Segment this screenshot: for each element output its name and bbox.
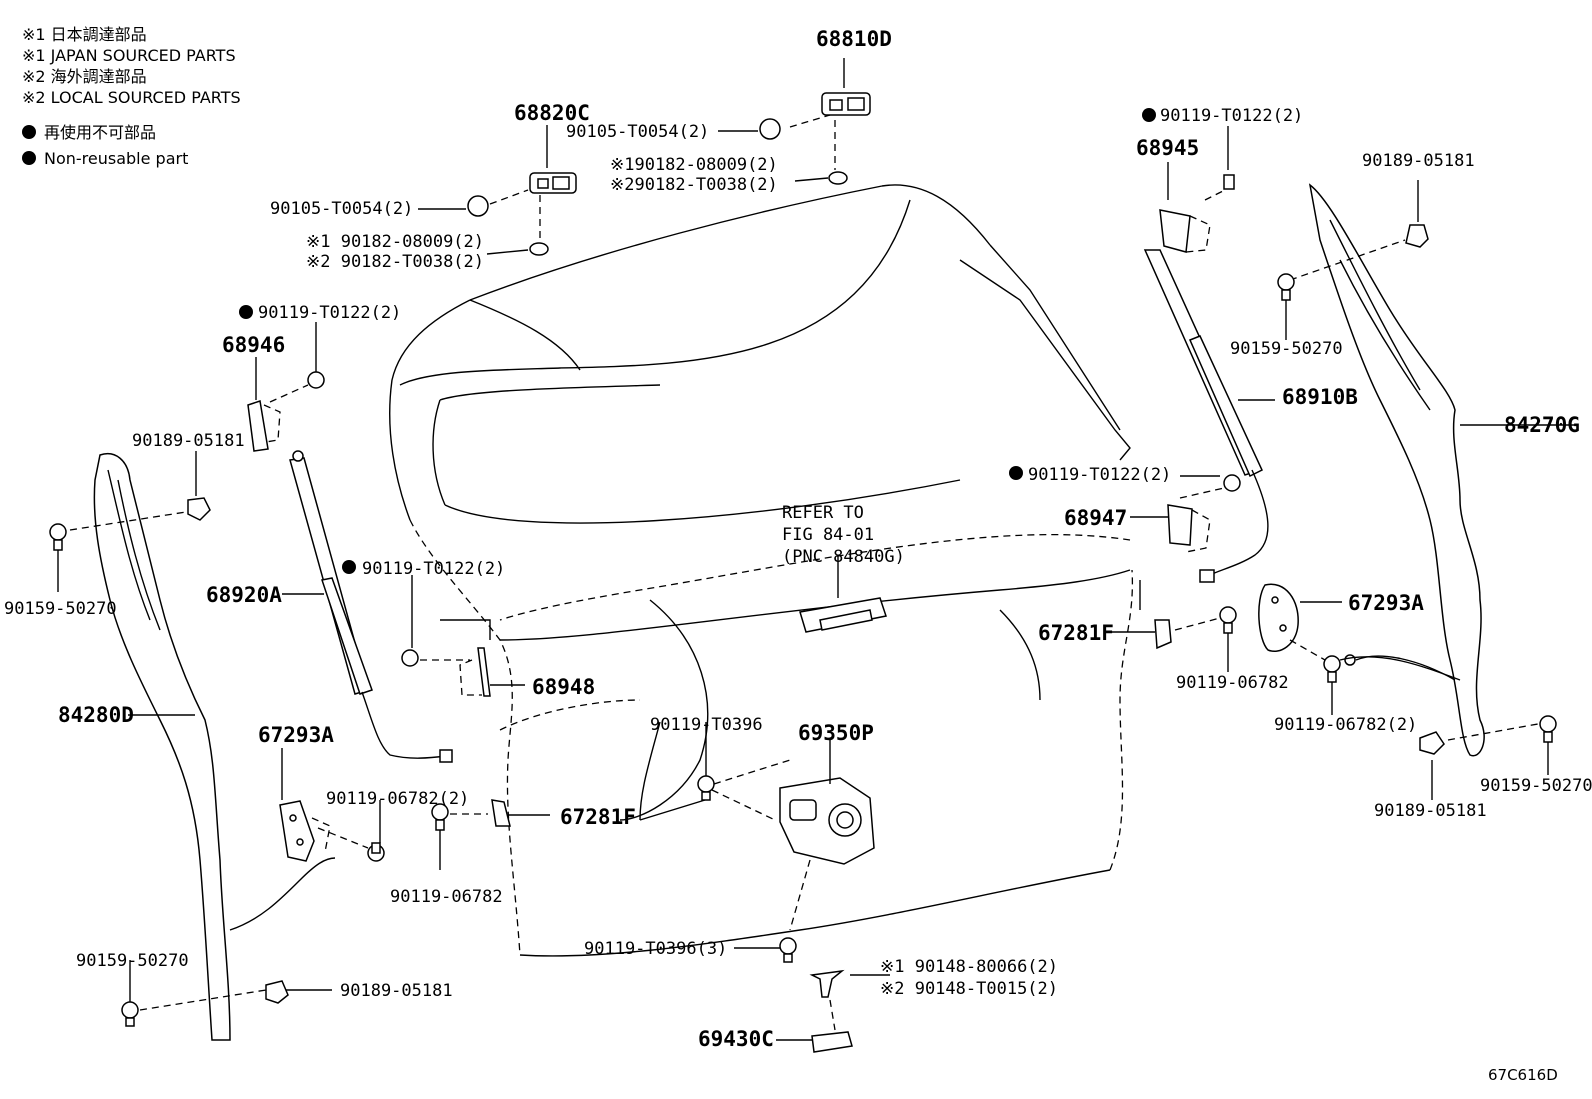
label-67293a-left: 67293A bbox=[258, 723, 334, 747]
label-68948: 68948 bbox=[532, 675, 595, 699]
clip-90189-br bbox=[1419, 723, 1539, 800]
hinge-68810d bbox=[718, 58, 871, 185]
label-90105-left: 90105-T0054(2) bbox=[270, 199, 413, 219]
label-90105-right: 90105-T0054(2) bbox=[566, 122, 709, 142]
screw-90159-tr bbox=[1277, 273, 1295, 340]
label-90159-bl: 90159-50270 bbox=[76, 951, 189, 971]
label-90119-06782-l: 90119-06782 bbox=[390, 887, 503, 907]
part-labels: 68810D 68820C 90105-T0054(2) 90105-T0054… bbox=[4, 27, 1592, 1084]
screw-90159-tl bbox=[49, 523, 67, 592]
screw-90119-06782-r2 bbox=[1323, 655, 1341, 715]
legend-line-1: ※1 日本調達部品 bbox=[22, 25, 147, 44]
latch-67281f-left bbox=[491, 799, 550, 827]
label-69350p: 69350P bbox=[798, 721, 874, 745]
label-68910b: 68910B bbox=[1282, 385, 1358, 409]
label-90159-br: 90159-50270 bbox=[1480, 776, 1592, 796]
label-90148-2: ※2 90148-T0015(2) bbox=[880, 979, 1058, 999]
lock-67293a-left bbox=[279, 748, 369, 862]
legend-line-3: ※2 海外調達部品 bbox=[22, 67, 147, 86]
label-90182-r2: ※290182-T0038(2) bbox=[610, 175, 778, 195]
label-90182-l1: ※1 90182-08009(2) bbox=[306, 232, 484, 252]
label-67281f-right: 67281F bbox=[1038, 621, 1114, 645]
label-67281f-left: 67281F bbox=[560, 805, 636, 829]
figure-code: 67C616D bbox=[1488, 1066, 1558, 1084]
label-90189-br: 90189-05181 bbox=[1374, 801, 1487, 821]
non-reusable-dot-icon bbox=[22, 125, 36, 139]
lock-67293a-right bbox=[1258, 583, 1461, 681]
label-90159-tl: 90159-50270 bbox=[4, 599, 117, 619]
screw-90148 bbox=[809, 969, 890, 1031]
label-68947: 68947 bbox=[1064, 506, 1127, 530]
screw-90159-bl bbox=[121, 960, 267, 1027]
label-90189-tl: 90189-05181 bbox=[132, 431, 245, 451]
bracket-68948 bbox=[342, 560, 525, 697]
legend-line-4: ※2 LOCAL SOURCED PARTS bbox=[22, 88, 241, 107]
label-68946: 68946 bbox=[222, 333, 285, 357]
latch-67281f-right bbox=[1110, 617, 1221, 650]
label-90182-r1: ※190182-08009(2) bbox=[610, 155, 778, 175]
hinge-68820c bbox=[418, 125, 577, 256]
label-69430c: 69430C bbox=[698, 1027, 774, 1051]
label-90119-t0122-tl: 90119-T0122(2) bbox=[258, 303, 401, 323]
legend: ※1 日本調達部品 ※1 JAPAN SOURCED PARTS ※2 海外調達… bbox=[22, 25, 241, 168]
clip-90189-tr bbox=[1289, 180, 1429, 281]
label-67293a-right: 67293A bbox=[1348, 591, 1424, 615]
label-90119-06782-r: 90119-06782 bbox=[1176, 673, 1289, 693]
refer-line-3: (PNC 84840G) bbox=[782, 547, 905, 567]
label-90119-t0122-tr: 90119-T0122(2) bbox=[1160, 106, 1303, 126]
screw-90119-06782-l bbox=[431, 803, 488, 870]
refer-line-2: FIG 84-01 bbox=[782, 525, 874, 545]
label-90189-tr: 90189-05181 bbox=[1362, 151, 1475, 171]
screw-90159-br bbox=[1539, 715, 1557, 775]
label-90119-06782-l2: 90119-06782(2) bbox=[326, 789, 469, 809]
back-door-panel bbox=[389, 184, 1141, 957]
cover-69430c bbox=[776, 1031, 853, 1053]
screw-90119-t0396 bbox=[639, 721, 715, 821]
label-90119-06782-r2: 90119-06782(2) bbox=[1274, 715, 1417, 735]
bracket-68945 bbox=[1142, 108, 1235, 253]
label-90119-t0396-3: 90119-T0396(3) bbox=[584, 939, 727, 959]
motor-69350p bbox=[639, 740, 875, 931]
trim-84270g bbox=[1308, 183, 1575, 757]
strut-68910b bbox=[1143, 249, 1275, 583]
clip-90189-bl bbox=[265, 980, 332, 1004]
label-84280d: 84280D bbox=[58, 703, 134, 727]
label-90119-t0122-mr: 90119-T0122(2) bbox=[1028, 465, 1171, 485]
label-90189-bl: 90189-05181 bbox=[340, 981, 453, 1001]
screw-90119-06782-r bbox=[1219, 606, 1237, 672]
label-90119-t0396: 90119-T0396 bbox=[650, 715, 763, 735]
label-68820c: 68820C bbox=[514, 101, 590, 125]
label-68810d: 68810D bbox=[816, 27, 892, 51]
label-68920a: 68920A bbox=[206, 583, 282, 607]
screw-90119-06782-l2 bbox=[367, 800, 385, 862]
bracket-68946 bbox=[239, 305, 325, 452]
label-68945: 68945 bbox=[1136, 136, 1199, 160]
handle-84840g bbox=[799, 556, 887, 633]
bracket-68947 bbox=[1009, 466, 1241, 553]
label-90159-tr: 90159-50270 bbox=[1230, 339, 1343, 359]
refer-line-1: REFER TO bbox=[782, 503, 864, 523]
legend-line-6: Non-reusable part bbox=[44, 149, 188, 168]
label-90182-l2: ※2 90182-T0038(2) bbox=[306, 252, 484, 272]
strut-68920a bbox=[282, 450, 453, 763]
label-84270g: 84270G bbox=[1504, 413, 1580, 437]
trim-84280d bbox=[93, 453, 336, 1041]
non-reusable-dot-icon bbox=[22, 151, 36, 165]
screw-90119-t0396-3 bbox=[734, 937, 797, 963]
legend-line-5: 再使用不可部品 bbox=[44, 123, 156, 142]
clip-90189-tl bbox=[69, 451, 211, 531]
legend-line-2: ※1 JAPAN SOURCED PARTS bbox=[22, 46, 236, 65]
label-90148-1: ※1 90148-80066(2) bbox=[880, 957, 1058, 977]
label-90119-t0122-ml: 90119-T0122(2) bbox=[362, 559, 505, 579]
